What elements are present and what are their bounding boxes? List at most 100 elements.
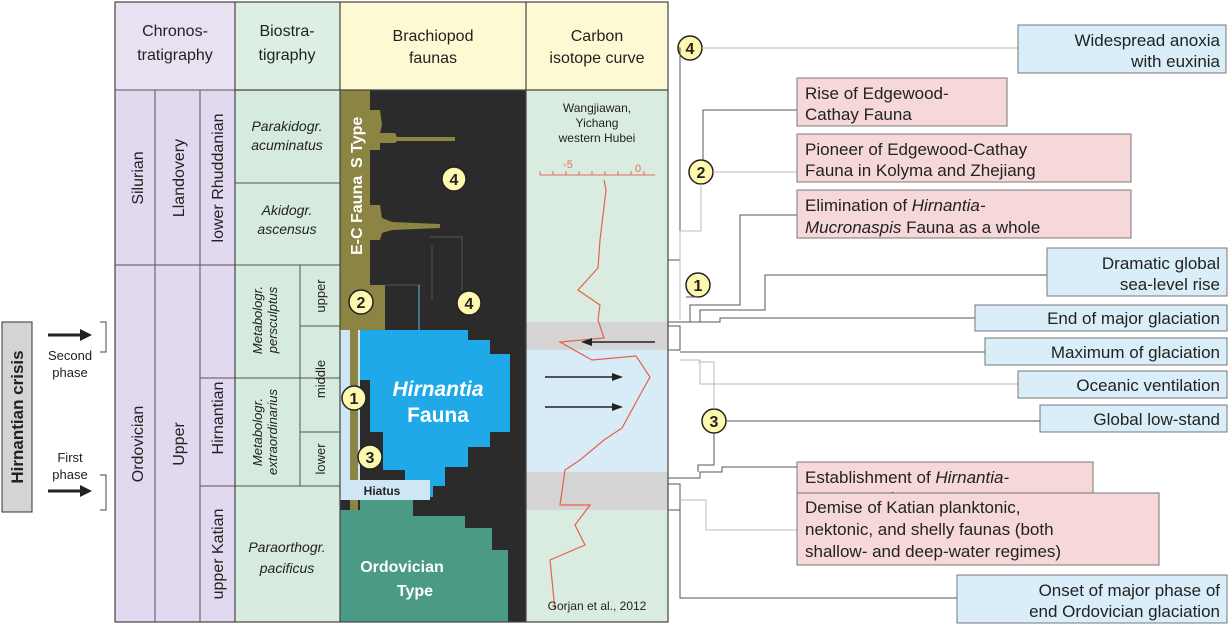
first-phase-marker: First phase: [48, 450, 107, 511]
svg-text:2: 2: [697, 165, 706, 182]
scale-label-minus5: -5: [563, 159, 573, 171]
zone-persculptus-1: Metabologr.: [250, 286, 265, 354]
carbon-header-2: isotope curve: [549, 50, 644, 67]
circle-4-top: 4: [441, 166, 467, 192]
chrono-header-1: Chronos-: [142, 23, 208, 40]
svg-text:1: 1: [694, 278, 703, 295]
period-silurian: Silurian: [130, 151, 147, 204]
svg-text:Mucronaspis Fauna as a whole: Mucronaspis Fauna as a whole: [805, 218, 1040, 237]
location-3: western Hubei: [558, 131, 636, 145]
circle-1-right: 1: [685, 272, 711, 298]
epoch-upper: Upper: [171, 422, 188, 466]
first-phase-text-1: First: [57, 450, 83, 465]
event-demise-katian: Demise of Katian planktonic, nektonic, a…: [796, 492, 1160, 566]
event-maximum-glaciation: Maximum of glaciation: [984, 337, 1228, 366]
svg-text:with euxinia: with euxinia: [1130, 52, 1220, 71]
hirnantia-label-1: Hirnantia: [392, 378, 483, 401]
event-elimination-hirnantia: Elimination of Hirnantia- Mucronaspis Fa…: [796, 189, 1132, 239]
ec-fauna-label: E-C Fauna: [349, 176, 366, 255]
period-ordovician: Ordovician: [130, 406, 147, 482]
svg-text:end Ordovician glaciation: end Ordovician glaciation: [1029, 602, 1220, 621]
circle-3-fauna: 3: [357, 444, 383, 470]
carbon-isotope-column: Carbon isotope curve Wangjiawan, Yichang…: [526, 2, 668, 622]
scale-label-zero: 0: [635, 163, 641, 175]
zone-extraordinarius-2: extraordinarius: [265, 389, 280, 475]
second-phase-marker: Second phase: [48, 321, 107, 380]
event-pioneer-ec-fauna: Pioneer of Edgewood-Cathay Fauna in Koly…: [796, 133, 1132, 183]
svg-text:4: 4: [465, 296, 474, 313]
svg-text:Cathay Fauna: Cathay Fauna: [805, 105, 912, 124]
zone-persculptus-2: persculptus: [265, 286, 280, 354]
biostratigraphy-column: Biostra- tigraphy Parakidogr. acuminatus…: [235, 2, 340, 622]
zone-acuminatus-2: acuminatus: [251, 137, 323, 153]
svg-text:Onset of major phase of: Onset of major phase of: [1039, 581, 1221, 600]
column-borders: [114, 1, 669, 623]
svg-text:Rise of Edgewood-: Rise of Edgewood-: [805, 84, 949, 103]
bio-header-2: tigraphy: [259, 47, 316, 64]
svg-text:Maximum of glaciation: Maximum of glaciation: [1051, 343, 1220, 362]
brachiopod-faunas-column: Brachiopod faunas E-C Fauna S Type Hirna…: [340, 2, 526, 622]
substage-lower: lower: [313, 443, 328, 475]
svg-text:Demise of Katian planktonic,: Demise of Katian planktonic,: [805, 498, 1020, 517]
isotope-curve: [549, 179, 651, 611]
isotope-scale: -5 0: [539, 159, 655, 176]
hiatus-label: Hiatus: [364, 484, 401, 498]
svg-text:End of major glaciation: End of major glaciation: [1047, 309, 1220, 328]
ordovician-type-label-2: Type: [397, 583, 433, 600]
hirnantia-label-2: Fauna: [407, 404, 469, 427]
hirnantia-fauna-shape: [360, 330, 510, 497]
second-phase-text-2: phase: [52, 365, 87, 380]
svg-text:4: 4: [686, 41, 695, 58]
event-global-low-stand: Global low-stand: [1039, 404, 1228, 433]
svg-text:2: 2: [357, 295, 366, 312]
svg-text:Pioneer of Edgewood-Cathay: Pioneer of Edgewood-Cathay: [805, 140, 1028, 159]
event-rise-ec-fauna: Rise of Edgewood- Cathay Fauna: [796, 77, 1008, 127]
svg-text:shallow- and deep-water regime: shallow- and deep-water regimes): [805, 542, 1061, 561]
carbon-header-1: Carbon: [571, 28, 623, 45]
svg-text:3: 3: [710, 414, 719, 431]
age-upper-katian: upper Katian: [210, 509, 227, 600]
location-2: Yichang: [576, 116, 619, 130]
zone-ascensus-1: Akidogr.: [261, 202, 313, 218]
svg-text:1: 1: [350, 391, 359, 408]
epoch-llandovery: Llandovery: [171, 139, 188, 217]
svg-text:Elimination of Hirnantia-: Elimination of Hirnantia-: [805, 196, 986, 215]
second-phase-text-1: Second: [48, 348, 92, 363]
zone-acuminatus-1: Parakidogr.: [251, 118, 322, 134]
bio-header-1: Biostra-: [259, 23, 314, 40]
circle-4-middle: 4: [456, 290, 482, 316]
brach-header-1: Brachiopod: [393, 28, 474, 45]
circle-2-right: 2: [688, 159, 714, 185]
s-type-label: S Type: [349, 117, 366, 168]
chrono-header-2: tratigraphy: [137, 47, 213, 64]
hirnantian-crisis-label: Hirnantian crisis: [1, 321, 33, 513]
svg-text:Global low-stand: Global low-stand: [1093, 410, 1220, 429]
svg-text:Fauna in Kolyma and Zhejiang: Fauna in Kolyma and Zhejiang: [805, 161, 1036, 180]
event-end-glaciation: End of major glaciation: [974, 304, 1228, 332]
event-widespread-anoxia: Widespread anoxia with euxinia: [1017, 24, 1227, 74]
hirnantian-crisis-text: Hirnantian crisis: [8, 350, 27, 483]
circle-1-fauna: 1: [341, 385, 367, 411]
age-lower-rhuddanian: lower Rhuddanian: [210, 114, 227, 243]
event-boxes: Widespread anoxia with euxinia Rise of E…: [796, 24, 1228, 624]
ordovician-type-shape: [340, 500, 508, 622]
zone-extraordinarius-1: Metabologr.: [250, 398, 265, 466]
svg-text:nektonic, and shelly faunas (b: nektonic, and shelly faunas (both: [805, 520, 1054, 539]
svg-text:Establishment of Hirnantia-: Establishment of Hirnantia-: [805, 468, 1009, 487]
glaciation-arrows: [545, 338, 655, 411]
zone-pacificus-2: pacificus: [259, 560, 314, 576]
circle-2-fauna: 2: [348, 289, 374, 315]
chronostratigraphy-column: Chronos- tratigraphy Silurian Ordovician…: [115, 2, 235, 622]
zone-ascensus-2: ascensus: [257, 221, 316, 237]
substage-upper: upper: [313, 279, 328, 313]
circle-4-right: 4: [677, 35, 703, 61]
zone-pacificus-1: Paraorthogr.: [248, 539, 325, 555]
ordovician-type-label-1: Ordovician: [360, 559, 444, 576]
age-hirnantian: Hirnantian: [210, 382, 227, 455]
circle-3-right: 3: [701, 408, 727, 434]
connector-lines: [668, 47, 1047, 599]
event-oceanic-ventilation: Oceanic ventilation: [1017, 370, 1228, 399]
brach-header-2: faunas: [409, 50, 457, 67]
location-1: Wangjiawan,: [563, 101, 631, 115]
